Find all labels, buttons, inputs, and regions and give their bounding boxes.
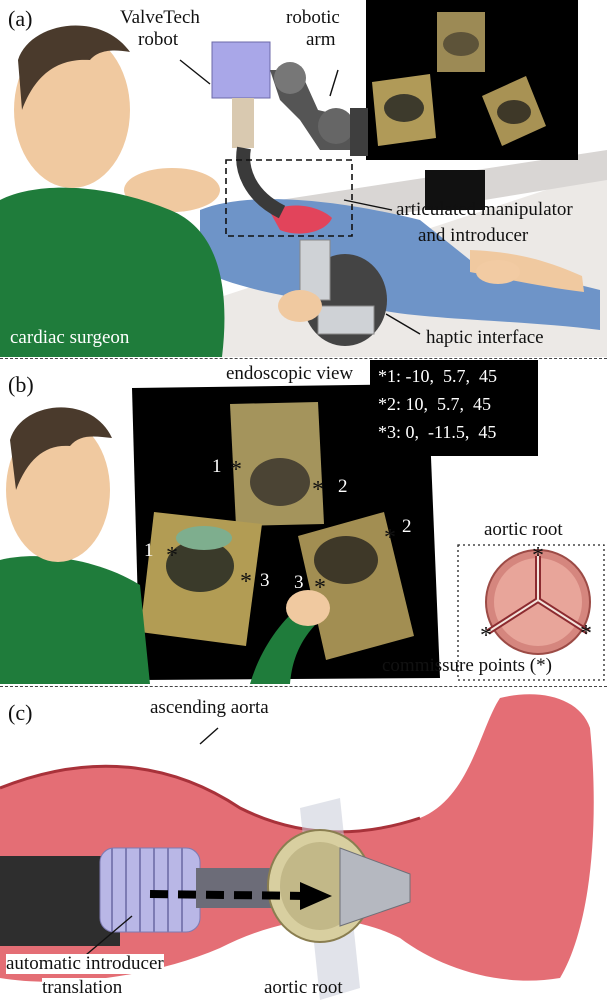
point-number-1-top: 1 [212, 456, 222, 478]
introducer-shaft [196, 868, 276, 908]
panel-b: (b) endoscopic view *1: -10, 5.7, 45 *2:… [0, 360, 607, 684]
robot-label-line2: robot [138, 30, 178, 50]
introducer-spring [100, 848, 200, 932]
robot-label-line1: ValveTech [120, 8, 200, 28]
panel-a-letter: (a) [8, 6, 32, 32]
arm-leader-arrow [330, 70, 338, 96]
ascending-aorta-leader [200, 728, 218, 744]
commissure-star-left-3: * [240, 570, 252, 594]
point-number-2-right: 2 [402, 516, 412, 538]
commissure-star-right-2: * [384, 526, 396, 550]
divider-a-b [0, 358, 607, 359]
panel-c: (c) ascending aorta automatic introducer… [0, 688, 607, 1004]
coord-line-2: *2: 10, 5.7, 45 [378, 390, 497, 418]
coord-line-3: *3: 0, -11.5, 45 [378, 418, 497, 446]
valve-star-right: * [580, 622, 592, 646]
valve-star-top: * [532, 544, 544, 568]
surgeon-hand [278, 290, 322, 322]
point-number-3-left: 3 [260, 570, 270, 592]
valvetech-robot [212, 42, 270, 98]
aortic-root-label-c: aortic root [264, 978, 343, 998]
point-number-3-right: 3 [294, 572, 304, 594]
divider-b-c [0, 686, 607, 687]
ascending-aorta-label: ascending aorta [150, 698, 269, 718]
commissure-star-left-1: * [166, 544, 178, 568]
haptic-label: haptic interface [426, 328, 544, 348]
surgeon-label: cardiac surgeon [10, 328, 129, 348]
valve-star-left: * [480, 624, 492, 648]
commissure-points-label: commissure points (*) [382, 656, 552, 676]
commissure-star-right-3: * [314, 576, 326, 600]
panel-b-letter: (b) [8, 372, 34, 398]
automatic-translation-label-line2: translation [42, 978, 122, 998]
arm-label-line1: robotic [286, 8, 340, 28]
manipulator-label-line2: and introducer [418, 226, 528, 246]
coord-line-1: *1: -10, 5.7, 45 [378, 362, 497, 390]
commissure-star-top-2: * [312, 478, 324, 502]
commissure-star-top-1: * [230, 458, 242, 482]
aortic-root-label-b: aortic root [484, 520, 563, 540]
arm-label-line2: arm [306, 30, 336, 50]
panel-a: (a) ValveTech robot robotic arm articula… [0, 0, 607, 357]
point-number-2-top: 2 [338, 476, 348, 498]
panel-c-letter: (c) [8, 700, 32, 726]
manipulator-label-line1: articulated manipulator [396, 200, 573, 220]
point-number-1-left: 1 [144, 540, 154, 562]
robot-leader-arrow [180, 60, 210, 84]
automatic-translation-label-line1: automatic introducer [6, 954, 164, 974]
panel-a-illustration [0, 0, 607, 357]
commissure-coordinates: *1: -10, 5.7, 45 *2: 10, 5.7, 45 *3: 0, … [370, 360, 505, 450]
endoscopic-view-label: endoscopic view [226, 364, 353, 384]
surgeon-body-b [0, 556, 150, 684]
